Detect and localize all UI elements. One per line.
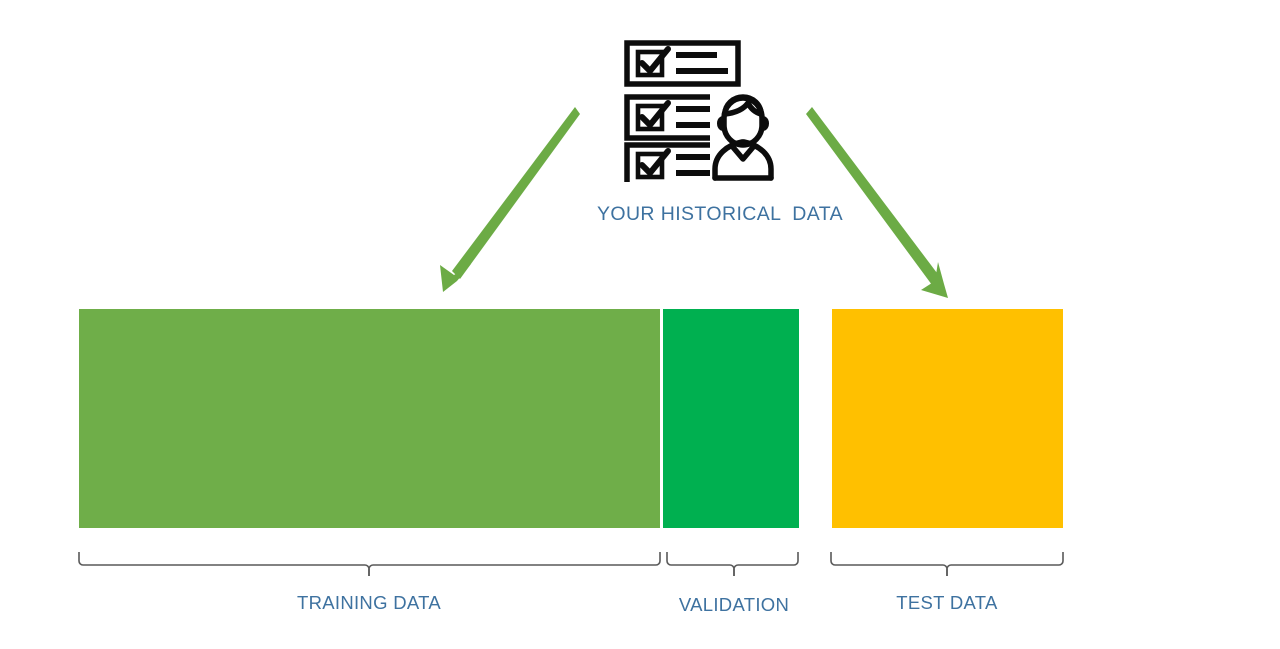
segment-bar-training [79,309,660,528]
bracket-training [78,552,661,576]
segment-bar-test [832,309,1063,528]
checklist-person-icon [614,30,784,189]
arrow-to-training-icon [440,107,580,292]
segment-label-validation: VALIDATION [678,594,790,615]
bracket-group [78,552,1064,576]
bracket-validation [666,552,799,576]
segment-label-training: TRAINING DATA [296,592,442,613]
bracket-test [830,552,1064,576]
segment-bar-validation [663,309,799,528]
segment-label-test: TEST DATA [896,592,998,613]
source-caption: YOUR HISTORICAL DATA [596,203,844,225]
